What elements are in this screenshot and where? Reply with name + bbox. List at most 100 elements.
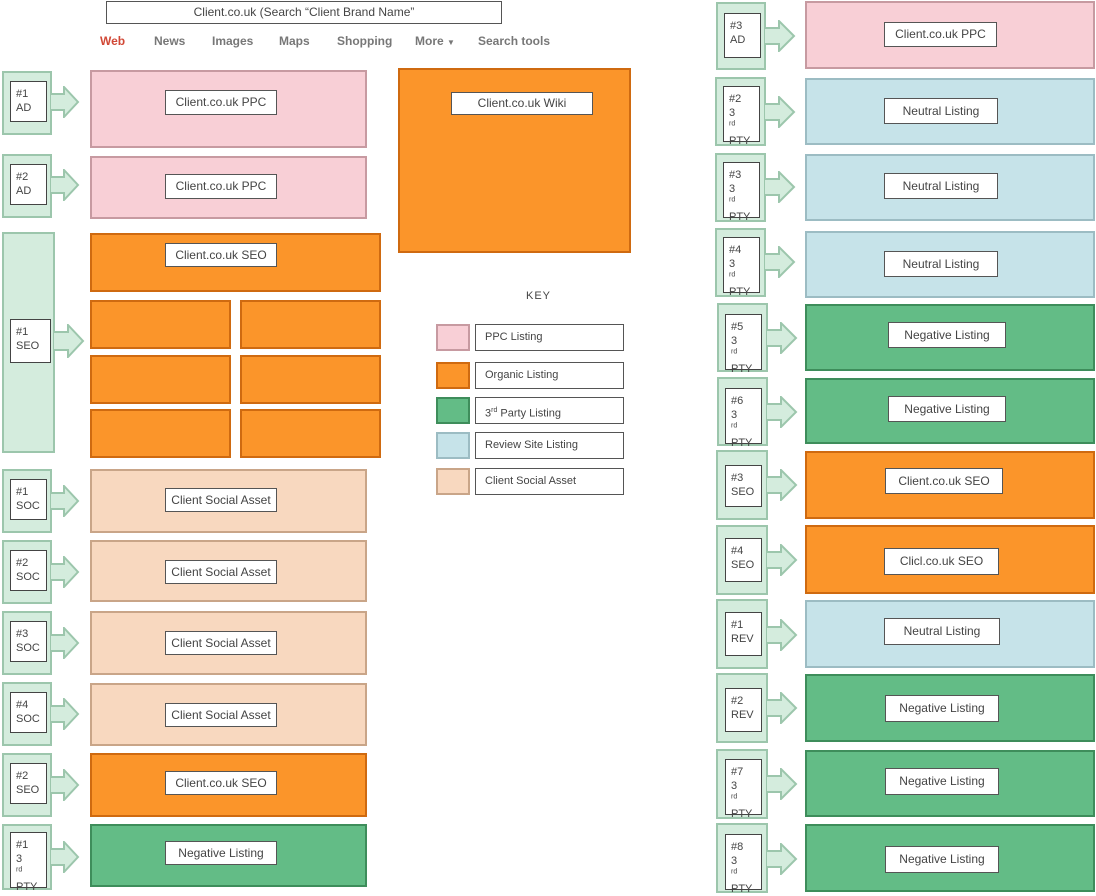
nav-images[interactable]: Images [212, 34, 254, 48]
key-label-organic: Organic Listing [475, 362, 624, 389]
arrow-right-icon [53, 324, 85, 358]
arrow-right-icon [766, 544, 798, 576]
key-swatch-review [436, 432, 470, 459]
listing-label: Client.co.uk SEO [165, 243, 277, 267]
arrow-right-icon [50, 485, 80, 517]
sitelink-block [90, 300, 231, 349]
listing-label: Client Social Asset [165, 488, 277, 512]
arrow-right-icon [766, 843, 798, 875]
listing-label: Client.co.uk SEO [165, 771, 277, 795]
arrow-right-icon [50, 627, 80, 659]
listing-label: Client Social Asset [165, 631, 277, 655]
chevron-down-icon: ▼ [447, 38, 455, 47]
arrow-right-icon [50, 769, 80, 801]
key-title: KEY [526, 290, 552, 302]
nav-search-tools[interactable]: Search tools [478, 34, 551, 48]
sitelink-block [90, 409, 231, 458]
arrow-right-icon [50, 556, 80, 588]
arrow-right-icon [50, 169, 80, 201]
listing-negative-2 [805, 304, 1095, 371]
search-input[interactable]: Client.co.uk (Search “Client Brand Name” [106, 1, 502, 24]
listing-label: Negative Listing [888, 322, 1006, 348]
listing-label: Client.co.uk Wiki [451, 92, 593, 115]
arrow-right-icon [764, 171, 796, 203]
listing-label: Neutral Listing [884, 618, 1000, 645]
arrow-right-icon [764, 96, 796, 128]
listing-label: Client.co.uk SEO [885, 468, 1003, 494]
listing-label: Negative Listing [165, 841, 277, 865]
sitelink-block [240, 300, 381, 349]
key-label-review: Review Site Listing [475, 432, 624, 459]
listing-label: Negative Listing [888, 396, 1006, 422]
sitelink-block [240, 355, 381, 404]
listing-seo-2 [90, 753, 367, 817]
nav-web[interactable]: Web [100, 34, 126, 48]
key-label-ppc: PPC Listing [475, 324, 624, 351]
arrow-right-icon [50, 86, 80, 118]
arrow-right-icon [766, 396, 798, 428]
key-swatch-social [436, 468, 470, 495]
arrow-right-icon [764, 20, 796, 52]
arrow-right-icon [766, 322, 798, 354]
listing-label: Client.co.uk PPC [165, 174, 277, 199]
nav-more-label: More [415, 34, 444, 48]
listing-neutral-3 [805, 231, 1095, 298]
arrow-right-icon [766, 469, 798, 501]
nav-maps[interactable]: Maps [279, 34, 310, 48]
listing-label: Neutral Listing [884, 98, 998, 124]
key-swatch-ppc [436, 324, 470, 351]
listing-label: Negative Listing [885, 695, 999, 722]
listing-label: Client Social Asset [165, 703, 277, 727]
nav-news[interactable]: News [154, 34, 186, 48]
arrow-right-icon [766, 619, 798, 651]
nav-shopping[interactable]: Shopping [337, 34, 393, 48]
listing-negative-6 [805, 824, 1095, 892]
key-swatch-organic [436, 362, 470, 389]
listing-label: Negative Listing [885, 768, 999, 795]
arrow-right-icon [766, 692, 798, 724]
arrow-right-icon [766, 768, 798, 800]
listing-label: Negative Listing [885, 846, 999, 873]
sitelink-block [90, 355, 231, 404]
listing-label: Client.co.uk PPC [165, 90, 277, 115]
listing-label: Client.co.uk PPC [884, 22, 997, 47]
arrow-right-icon [50, 841, 80, 873]
arrow-right-icon [50, 698, 80, 730]
listing-label: Client Social Asset [165, 560, 277, 584]
nav-more[interactable]: More ▼ [415, 34, 455, 48]
